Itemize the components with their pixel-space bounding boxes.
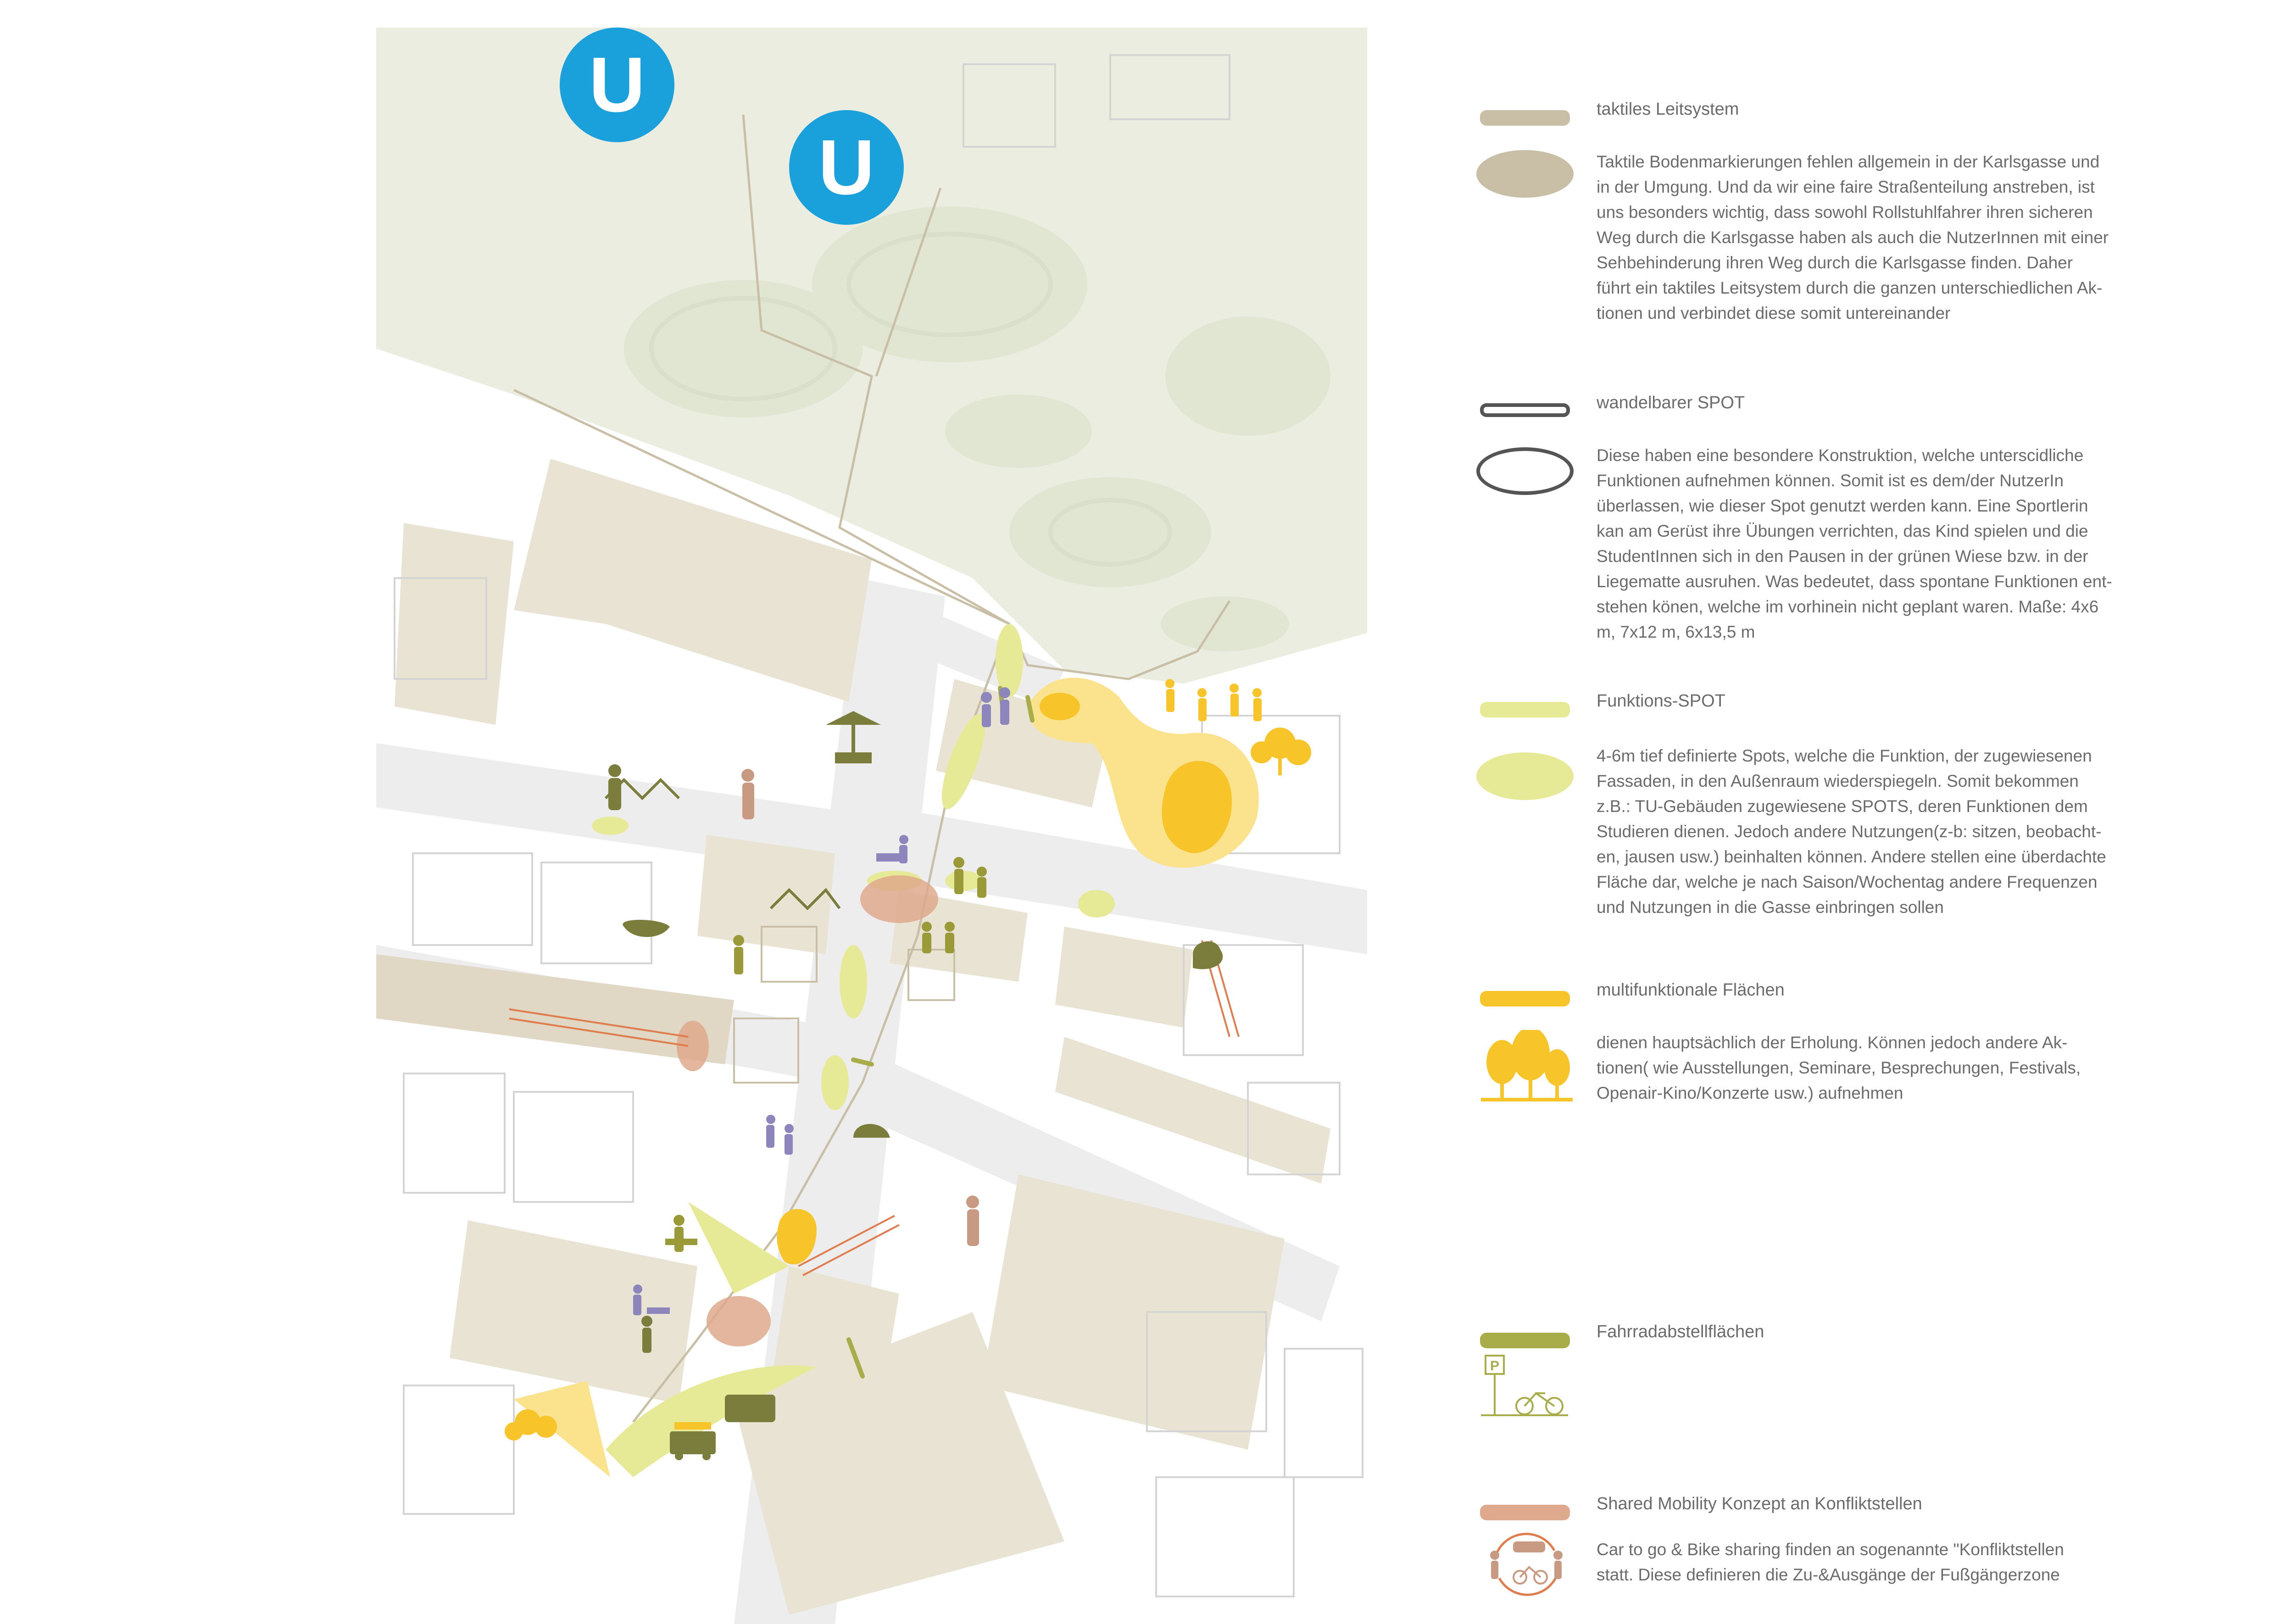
building-outlines (394, 54, 1363, 1597)
wandelbar-swatch (1480, 403, 1570, 417)
site-plan-map: U U (376, 28, 1367, 1624)
funktion-ellipse-swatch (1476, 752, 1574, 800)
trees-icon (1481, 1030, 1573, 1101)
multi-area-middle (777, 1209, 817, 1265)
shared-mobility-spots (677, 875, 938, 1346)
bike-swatch (1480, 1333, 1570, 1348)
tactile-strip (376, 954, 734, 1064)
metro-label: U (818, 124, 875, 211)
metro-label: U (589, 41, 646, 128)
figures-yellow (505, 679, 1311, 1440)
multi-area-core (1162, 761, 1232, 853)
legend-title: wandelbarer SPOT (1597, 393, 1745, 412)
buildings (395, 459, 1330, 1615)
multi-area-small (1040, 693, 1080, 720)
legend-title: Shared Mobility Konzept an Konfliktstell… (1597, 1494, 1922, 1513)
wandelbar-spots (733, 926, 955, 1084)
car-bike-sharing-icon (1490, 1533, 1563, 1596)
figures-purple (633, 687, 1010, 1315)
figures-brown (741, 769, 979, 1246)
figures-olive (665, 857, 987, 1252)
wandelbar-ellipse-swatch (1476, 447, 1574, 495)
legend-description: dienen hauptsächlich der Erholung. Könne… (1597, 1033, 2081, 1102)
tactile-swatch (1480, 110, 1570, 126)
funktion-swatch (1480, 702, 1570, 717)
figures-dark (608, 764, 1223, 1422)
metro-icon-1: U (560, 28, 674, 142)
parking-letter: P (1490, 1358, 1499, 1374)
legend-title: Funktions-SPOT (1597, 691, 1725, 711)
shared-swatch (1480, 1505, 1570, 1520)
tent-shelters (604, 778, 841, 911)
site-plan-svg (376, 28, 1367, 1624)
park-outlines (649, 232, 1172, 567)
legend-description: Diese haben eine besondere Konstruktion,… (1597, 446, 2112, 641)
legend-title: taktiles Leitsystem (1597, 100, 1739, 119)
kiosk (826, 711, 881, 763)
food-truck (670, 1422, 716, 1460)
bike-parking-icon: P (1481, 1355, 1568, 1416)
legend-description: Car to go & Bike sharing finden an sogen… (1597, 1540, 2064, 1584)
legend-title: Fahrradabstellflächen (1597, 1322, 1764, 1341)
multi-area-south (514, 1381, 610, 1477)
multi-swatch (1480, 991, 1570, 1007)
metro-icon-2: U (789, 110, 904, 225)
tactile-ellipse-swatch (1476, 150, 1574, 198)
legend-title: multifunktionale Flächen (1597, 980, 1785, 1000)
legend-description: Taktile Bodenmarkierungen fehlen allgeme… (1597, 152, 2109, 323)
legend-description: 4-6m tief definierte Spots, welche die F… (1597, 746, 2106, 917)
